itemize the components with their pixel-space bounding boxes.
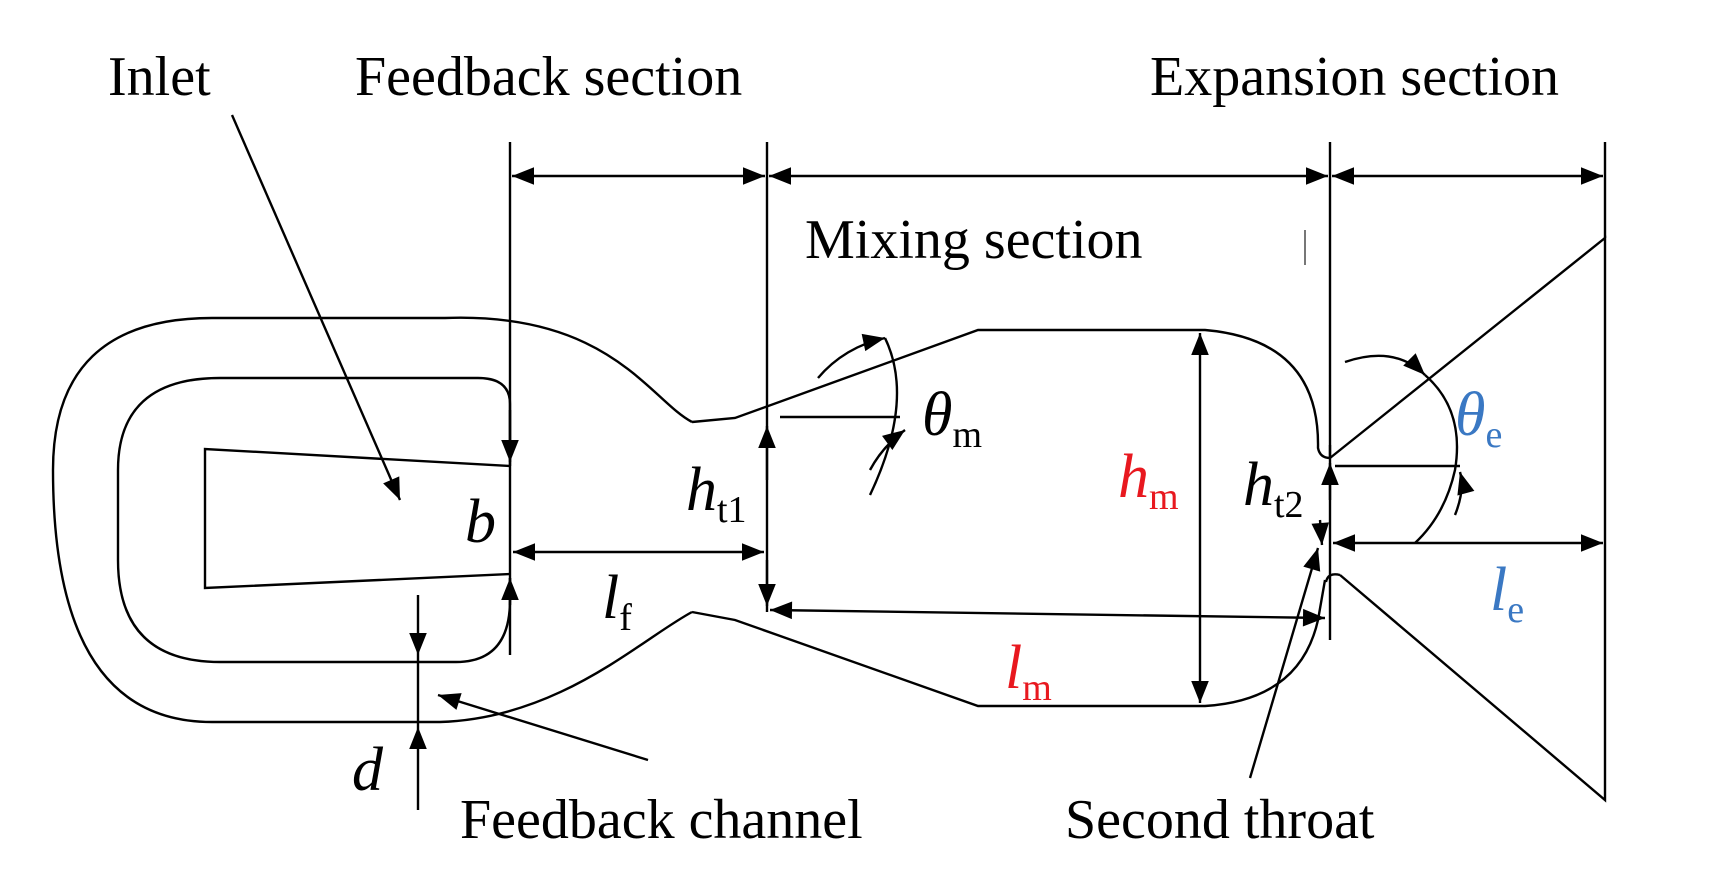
inlet-nozzle xyxy=(203,447,511,590)
feedback-section-label: Feedback section xyxy=(355,46,742,108)
inner-dimension-arrows xyxy=(409,333,1603,810)
theta-e-symbol: θe xyxy=(1455,381,1502,456)
h-m-symbol: hm xyxy=(1118,443,1179,518)
l-e-symbol: le xyxy=(1490,556,1524,631)
theta-e-arc xyxy=(1344,353,1426,376)
second-throat-label: Second throat xyxy=(1065,789,1375,851)
expansion-diffuser xyxy=(1329,235,1607,803)
feedback-loop-inner xyxy=(116,376,512,664)
feedback-channel-label: Feedback channel xyxy=(460,789,863,851)
channel-outline xyxy=(51,235,1607,803)
mixing-wall-top xyxy=(691,328,1331,460)
d-symbol: d xyxy=(352,736,384,804)
h-t1-symbol: ht1 xyxy=(686,456,747,531)
theta-e-arc-lower xyxy=(1453,471,1475,516)
feedback-loop-outer xyxy=(51,316,693,724)
angle-arcs xyxy=(817,333,1475,544)
h-t2-symbol: ht2 xyxy=(1243,451,1304,526)
expansion-section-label: Expansion section xyxy=(1150,46,1559,108)
mixing-wall-bottom xyxy=(691,579,1327,708)
mixing-section-label: Mixing section xyxy=(805,209,1143,271)
extension-lines xyxy=(508,142,1607,655)
feedback-channel-leader xyxy=(437,693,649,762)
leader-lines xyxy=(230,114,1321,779)
theta-m-arc-ext xyxy=(868,337,899,496)
inlet-leader xyxy=(230,114,402,501)
ht2-arrow-bottom xyxy=(1311,519,1330,546)
l-f-symbol: lf xyxy=(602,564,632,639)
second-throat-leader xyxy=(1248,547,1321,779)
theta-m-arc-lower xyxy=(868,429,906,471)
lm-arrow xyxy=(769,601,1326,627)
theta-m-arc xyxy=(817,333,886,379)
theta-m-symbol: θm xyxy=(922,381,982,456)
b-symbol: b xyxy=(465,488,496,556)
l-m-symbol: lm xyxy=(1005,634,1052,709)
inlet-label: Inlet xyxy=(108,46,211,108)
